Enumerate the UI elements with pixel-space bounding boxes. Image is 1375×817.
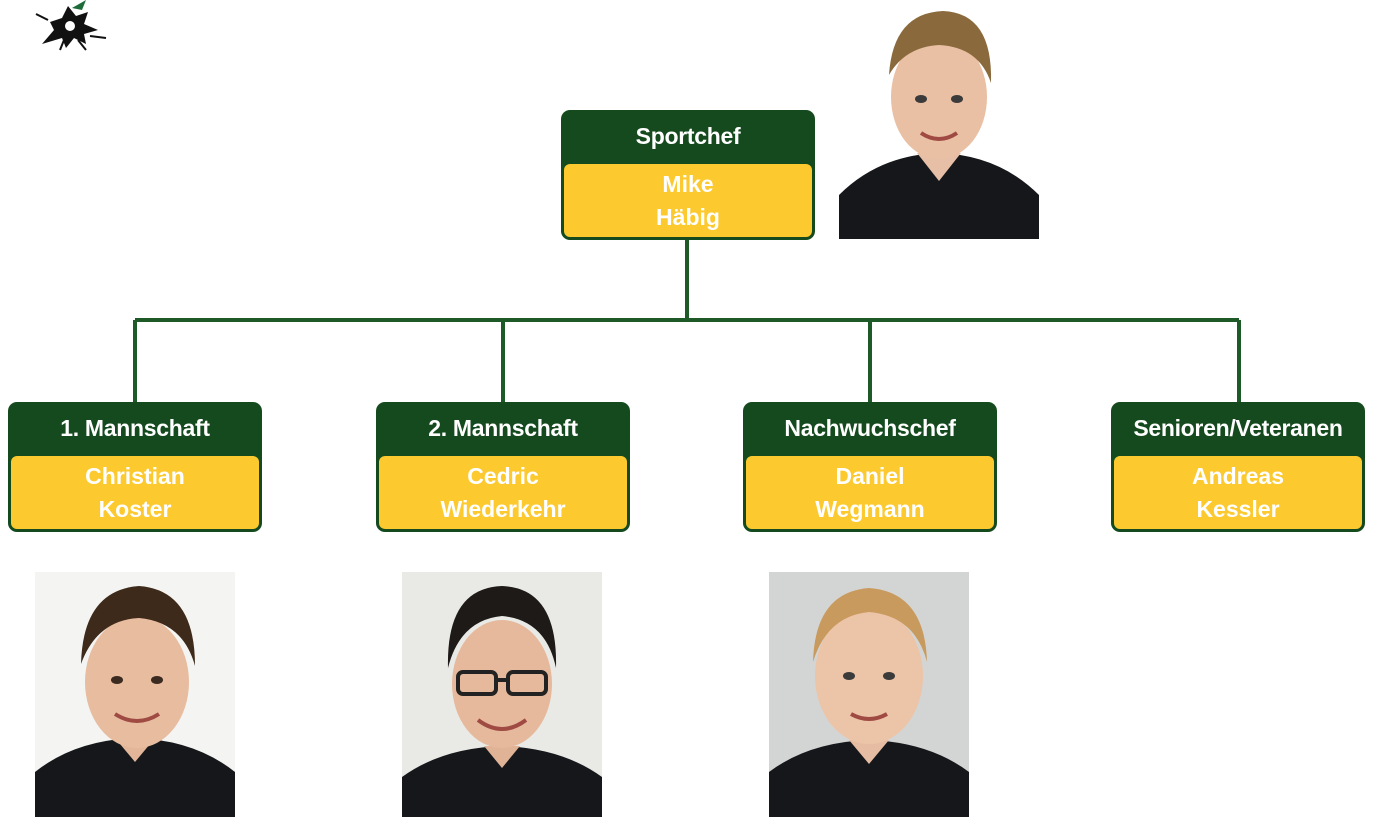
portrait-photo-team-2 [402,572,602,817]
first-name: Mike [662,170,714,197]
org-box-sportchef: Sportchef Mike Häbig [561,110,815,240]
role-title: Senioren/Veteranen [1133,415,1343,441]
role-title: Nachwuchschef [784,415,956,441]
person-name: Mike Häbig [564,164,812,237]
org-box-senioren: Senioren/Veteranen Andreas Kessler [1111,402,1365,532]
person-name: Daniel Wegmann [746,456,994,529]
last-name: Wegmann [815,495,925,522]
portrait-photo-nachwuchs [769,572,969,817]
person-name: Christian Koster [11,456,259,529]
role-title: 2. Mannschaft [428,415,578,441]
org-box-team-1: 1. Mannschaft Christian Koster [8,402,262,532]
person-name: Cedric Wiederkehr [379,456,627,529]
org-box-team-2: 2. Mannschaft Cedric Wiederkehr [376,402,630,532]
first-name: Cedric [467,462,539,489]
first-name: Christian [85,462,185,489]
last-name: Wiederkehr [440,495,566,522]
last-name: Häbig [656,203,720,230]
first-name: Daniel [835,462,905,489]
club-logo-icon [35,0,107,51]
role-title: Sportchef [635,123,741,149]
portrait-photo-team-1 [35,572,235,817]
last-name: Kessler [1196,495,1280,522]
org-box-nachwuchs: Nachwuchschef Daniel Wegmann [743,402,997,532]
last-name: Koster [98,495,172,522]
role-title: 1. Mannschaft [60,415,210,441]
portrait-photo-sportchef [839,5,1039,239]
first-name: Andreas [1191,462,1285,489]
person-name: Andreas Kessler [1114,456,1362,529]
